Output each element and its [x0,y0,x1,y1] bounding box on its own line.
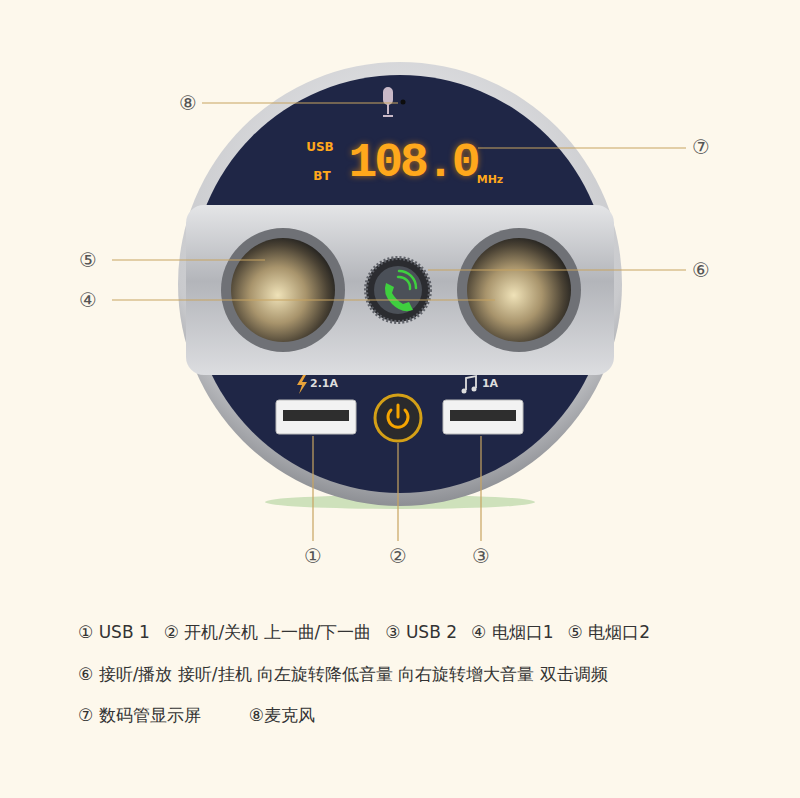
socket-hole [231,238,335,342]
legend-text: ⑦ 数码管显示屏 [78,704,201,727]
callout-number: ⑤ [79,249,97,271]
legend-text: ① USB 1 [78,621,150,644]
callout-number: ④ [79,289,97,311]
callout-number: ⑥ [692,259,710,281]
face [191,75,609,493]
mic-hole [401,100,406,105]
usb-port [276,400,356,434]
music-icon [472,387,477,392]
usb-slot [283,410,349,421]
phone-icon [385,283,413,311]
power-icon [397,405,400,417]
power-button [375,395,421,441]
legend-row: ⑥ 接听/播放 接听/挂机 向左旋转降低音量 向右旋转增大音量 双击调频 [78,663,778,686]
housing-rim [178,62,622,506]
legend-row: ① USB 1 ② 开机/关机 上一曲/下一曲 ③ USB 2 ④ 电烟口1 ⑤ 电烟口… [78,621,778,644]
knob [366,258,430,322]
frequency-display: 108.0 [348,137,477,190]
usb-slot [450,410,516,421]
legend-text: ⑧麦克风 [249,704,315,727]
port-rating: 1A [482,378,498,390]
display-indicator: BT [313,170,330,183]
legend-text: ② 开机/关机 上一曲/下一曲 [164,621,372,644]
legend-text: ③ USB 2 [385,621,457,644]
display-indicator: USB [306,141,334,154]
socket-rim [221,228,345,352]
socket-hole [467,238,571,342]
display-unit: MHz [477,174,504,186]
lightning-icon [297,375,307,394]
callout-number: ⑧ [179,92,197,114]
leader-lines [112,103,686,541]
knob-face [374,266,422,314]
legend-row: ⑦ 数码管显示屏 ⑧麦克风 [78,704,778,727]
music-icon [462,389,467,394]
callout-number: ③ [472,545,490,567]
legend-text: ⑥ 接听/播放 接听/挂机 向左旋转降低音量 向右旋转增大音量 双击调频 [78,663,608,686]
port-rating: 2.1A [310,378,338,390]
mic-icon [383,88,393,116]
socket-band [186,205,614,375]
callout-number: ① [304,545,322,567]
callout-number: ⑦ [692,136,710,158]
socket-rim [457,228,581,352]
legend-text: ⑤ 电烟口2 [568,621,650,644]
phone-waves [398,271,416,289]
callout-number: ② [389,545,407,567]
legend-text: ④ 电烟口1 [471,621,553,644]
usb-port [443,400,523,434]
